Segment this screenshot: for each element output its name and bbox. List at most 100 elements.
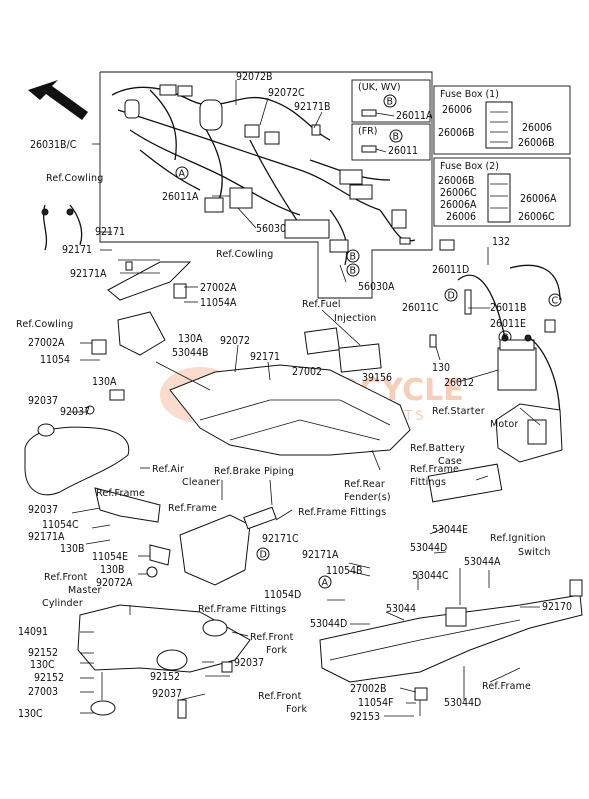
part-label: 53044E — [432, 524, 468, 536]
part-label: 26006A — [520, 193, 557, 205]
part-label: 92037 — [28, 395, 58, 407]
part-label: 26011C — [402, 302, 439, 314]
reference-label: Ref.Front — [44, 572, 88, 583]
battery-case — [495, 403, 563, 463]
reference-label: Ref.Frame — [96, 488, 145, 499]
part-label: 11054A — [200, 297, 237, 309]
part-label: 27002 — [292, 366, 322, 378]
part-label: 26012 — [444, 377, 474, 389]
lower-frame — [319, 463, 583, 716]
part-label: 53044C — [412, 570, 449, 582]
reference-label: Ref.Frame Fittings — [198, 604, 286, 615]
reference-label: Ref.Frame — [482, 681, 531, 692]
brake-piping-bracket — [179, 506, 277, 586]
part-label: 27002B — [350, 683, 387, 695]
part-label: 26006 — [442, 104, 472, 116]
reference-label: Cleaner — [182, 477, 220, 488]
callout-a: A — [179, 169, 186, 180]
part-label: 53044 — [386, 603, 416, 615]
rear-frame-assembly — [109, 361, 411, 456]
part-label: 26011A — [162, 191, 199, 203]
legend-fr: (FR) B 26011 — [351, 123, 431, 161]
part-label: 26006 — [522, 122, 552, 134]
part-label: 11054F — [358, 697, 393, 709]
part-label: 26006C — [518, 211, 555, 223]
leader-lines — [70, 80, 541, 717]
part-label: 92171A — [70, 268, 107, 280]
reference-label: Ref.Brake Piping — [214, 466, 294, 477]
part-label: 92072C — [268, 87, 305, 99]
part-label: 92152 — [28, 647, 58, 659]
part-label: 26011E — [490, 318, 526, 330]
part-label: 92171A — [302, 549, 339, 561]
callout-b: B — [350, 266, 357, 277]
reference-label: Ref.Frame — [168, 503, 217, 514]
reference-label: Fork — [266, 645, 287, 656]
legend-uk-wv-title: (UK, WV) — [358, 82, 401, 93]
part-label: 92037 — [28, 504, 58, 516]
callout-b: B — [350, 252, 357, 263]
part-label: 26006B — [518, 137, 555, 149]
part-labels: 92072B 92072C 92171B 26031B/C 26011A 560… — [16, 71, 572, 723]
part-label: 130 — [432, 362, 450, 374]
main-wiring-harness — [111, 84, 416, 266]
reference-label: Motor — [490, 419, 518, 430]
reference-label: Ref.Cowling — [46, 173, 103, 184]
part-label: 92037 — [60, 406, 90, 418]
part-label: 130B — [100, 564, 125, 576]
part-label: 26011D — [432, 264, 469, 276]
battery — [429, 239, 561, 421]
legend-fr-title: (FR) — [358, 126, 377, 137]
part-label: 26006A — [440, 199, 477, 211]
part-label: 53044D — [444, 697, 481, 709]
callout-d: D — [260, 550, 267, 561]
reference-label: Ref.Front — [258, 691, 302, 702]
part-label: 92171 — [62, 244, 92, 256]
part-label: 92072A — [96, 577, 133, 589]
reference-label: Master — [68, 585, 102, 596]
reference-label: Fittings — [410, 477, 446, 488]
callout-b: B — [387, 97, 394, 108]
part-label: 92037 — [152, 688, 182, 700]
part-label: 92152 — [150, 671, 180, 683]
part-label: 14091 — [18, 626, 48, 638]
part-label: 11054 — [40, 354, 70, 366]
part-label: 53044D — [410, 542, 447, 554]
part-label: 53044B — [172, 347, 209, 359]
callout-c: C — [552, 296, 559, 307]
front-direction-arrow-icon — [28, 80, 88, 120]
part-label: 92037 — [234, 657, 264, 669]
front-stay — [77, 604, 251, 719]
part-label: 26011B — [490, 302, 527, 314]
part-label: 92072B — [236, 71, 273, 83]
part-label: 56030 — [256, 223, 286, 235]
part-label: 92171B — [294, 101, 331, 113]
part-label: 11054B — [326, 565, 363, 577]
callout-d: D — [448, 291, 455, 302]
reference-label: Ref.Battery — [410, 443, 465, 454]
frame-bracket-left — [94, 487, 171, 578]
reference-label: Injection — [334, 313, 377, 324]
reference-label: Ref.Front — [250, 632, 294, 643]
reference-label: Ref.Frame — [410, 464, 459, 475]
reference-label: Case — [438, 456, 462, 467]
part-label: 11054C — [42, 519, 79, 531]
reference-label: Ref.Cowling — [16, 319, 73, 330]
part-label: 26006 — [446, 211, 476, 223]
part-label: 92171 — [250, 351, 280, 363]
fuse-box-2-title: Fuse Box (2) — [440, 161, 499, 172]
air-cleaner-cover — [24, 405, 130, 496]
part-label: 11054E — [92, 551, 128, 563]
part-label: 130A — [178, 333, 203, 345]
reference-label: Ref.Air — [152, 464, 184, 475]
legend-uk-wv: (UK, WV) B 26011A — [351, 79, 433, 123]
part-label: 27002A — [200, 282, 237, 294]
callout-a: A — [322, 578, 329, 589]
part-label: 26011A — [396, 110, 433, 122]
part-label: 26006B — [438, 175, 475, 187]
part-label: 39156 — [362, 372, 392, 384]
legend-fuse-box-1: Fuse Box (1) 26006 26006B 26006 26006B — [433, 85, 571, 155]
cowling-bracket — [41, 204, 192, 356]
part-label: 26006B — [438, 127, 475, 139]
